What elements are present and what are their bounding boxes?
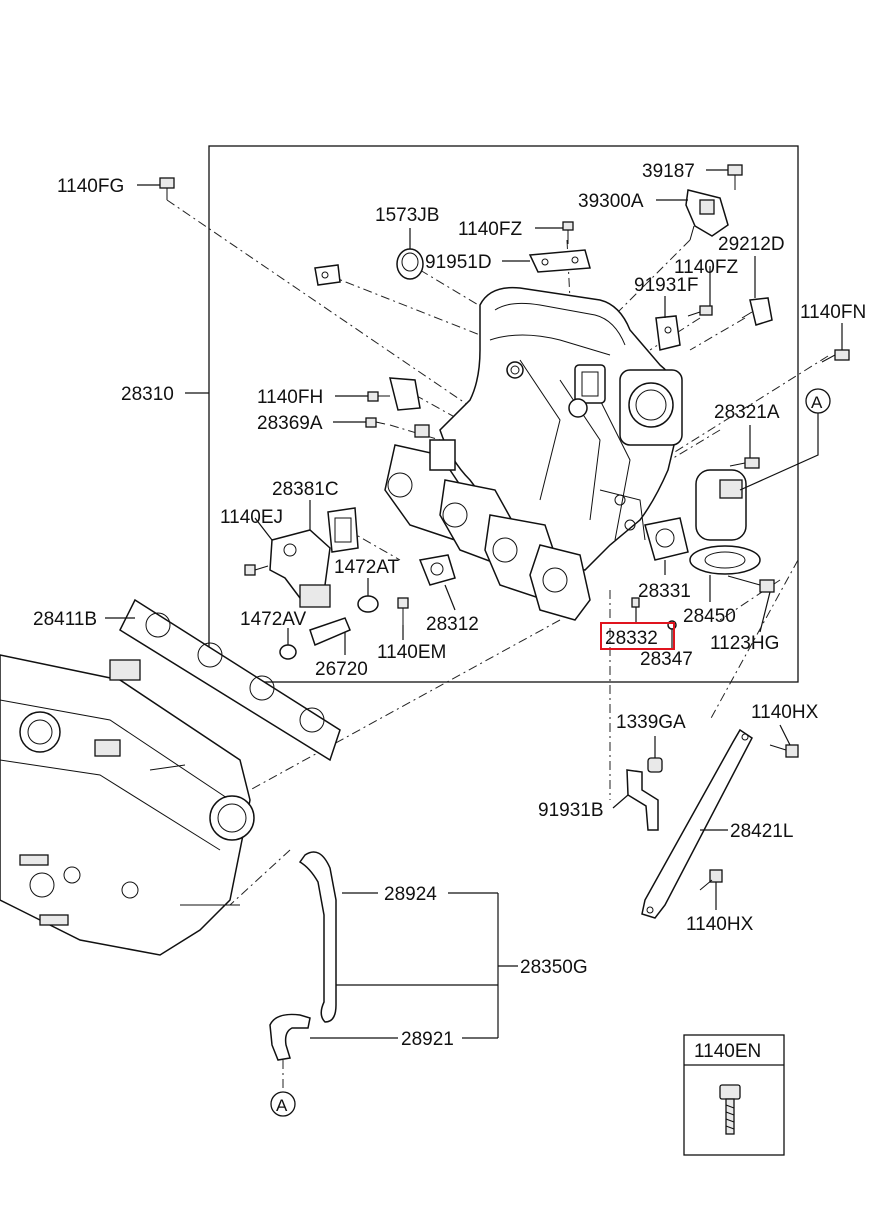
label-28924: 28924 bbox=[384, 884, 437, 905]
label-1472av: 1472AV bbox=[240, 609, 307, 630]
bolt-1140fz-a bbox=[562, 221, 574, 244]
bracket-91951d bbox=[528, 249, 591, 273]
label-1140fz-b: 1140FZ bbox=[674, 257, 738, 278]
bracket-91931f bbox=[655, 315, 681, 351]
bolt-1140em bbox=[397, 597, 409, 625]
label-1140fn: 1140FN bbox=[800, 302, 866, 323]
reference-a-top-marker bbox=[805, 388, 831, 414]
leader-lines bbox=[105, 169, 843, 1039]
label-1140fg: 1140FG bbox=[57, 176, 124, 197]
hose-28921 bbox=[269, 1013, 311, 1061]
sensor-29212d bbox=[741, 297, 773, 326]
label-1472at: 1472AT bbox=[334, 557, 400, 578]
bolt-1140en-icon bbox=[719, 1084, 741, 1135]
label-28331: 28331 bbox=[638, 581, 691, 602]
label-1140fz-a: 1140FZ bbox=[458, 219, 522, 240]
label-28332: 28332 bbox=[605, 628, 658, 649]
bolt-1140fn bbox=[821, 349, 850, 363]
label-28310: 28310 bbox=[121, 384, 174, 405]
label-28312: 28312 bbox=[426, 614, 479, 635]
label-91931b: 91931B bbox=[538, 800, 604, 821]
label-28450: 28450 bbox=[683, 606, 736, 627]
label-a-bottom: A bbox=[276, 1096, 288, 1115]
cap-1573jb bbox=[396, 248, 424, 280]
label-1140hx-b: 1140HX bbox=[686, 914, 754, 935]
sensor-28312 bbox=[418, 554, 456, 586]
label-28350g: 28350G bbox=[520, 957, 588, 978]
label-a-top: A bbox=[811, 393, 823, 412]
assembly-frame bbox=[208, 145, 799, 683]
label-26720: 26720 bbox=[315, 659, 368, 680]
label-28411b: 28411B bbox=[33, 609, 97, 630]
label-91931f: 91931F bbox=[634, 275, 698, 296]
idle-valve bbox=[244, 529, 331, 608]
bracket-91931b bbox=[626, 769, 659, 831]
bolt-1140fh bbox=[367, 377, 421, 411]
label-28347: 28347 bbox=[640, 649, 693, 670]
cylinder-head bbox=[0, 654, 255, 956]
bolt-39187 bbox=[727, 164, 743, 190]
intake-manifold bbox=[384, 286, 683, 621]
bracket-small bbox=[314, 264, 341, 286]
sensor-39300a bbox=[685, 189, 729, 241]
bolt-1140fz-b bbox=[687, 305, 713, 317]
bolt-1140hx-a bbox=[769, 744, 799, 758]
label-1573jb: 1573JB bbox=[375, 205, 439, 226]
reference-a-bottom-marker bbox=[270, 1091, 296, 1117]
label-1339ga: 1339GA bbox=[616, 712, 686, 733]
label-1140em: 1140EM bbox=[377, 642, 446, 663]
clamp-1472at bbox=[357, 595, 379, 613]
label-28421l: 28421L bbox=[730, 821, 793, 842]
label-28921: 28921 bbox=[401, 1029, 454, 1050]
hose-26720 bbox=[309, 617, 351, 647]
bolt-1140hx-b bbox=[699, 869, 723, 891]
bolt-1140fg bbox=[159, 177, 175, 200]
nut-1339ga bbox=[647, 757, 663, 773]
label-91951d: 91951D bbox=[425, 252, 492, 273]
highlight-box-28332 bbox=[600, 622, 675, 650]
label-1140ej: 1140EJ bbox=[220, 507, 283, 528]
gasket-28331 bbox=[644, 517, 689, 561]
label-28381c: 28381C bbox=[272, 479, 339, 500]
stay-28421l bbox=[641, 728, 753, 919]
label-1140en: 1140EN bbox=[694, 1041, 761, 1062]
label-39187: 39187 bbox=[642, 161, 695, 182]
label-39300a: 39300A bbox=[578, 191, 644, 212]
label-29212d: 29212D bbox=[718, 234, 785, 255]
clamp-1472av bbox=[279, 644, 297, 660]
label-1140hx-a: 1140HX bbox=[751, 702, 819, 723]
egr-valve-28450 bbox=[689, 469, 761, 575]
label-1123hg: 1123HG bbox=[710, 633, 779, 654]
legend-box-1140en bbox=[683, 1034, 785, 1156]
label-1140fh: 1140FH bbox=[257, 387, 323, 408]
gasket-28381c bbox=[327, 507, 359, 553]
gasket-28411b bbox=[119, 598, 341, 762]
hose-28924 bbox=[298, 851, 337, 1023]
label-28321a: 28321A bbox=[714, 402, 780, 423]
part-labels: 39187 39300A 1140FG 1573JB 1140FZ 91951D… bbox=[33, 161, 866, 1115]
pin-28321a bbox=[729, 457, 760, 469]
bolt-1123hg bbox=[727, 575, 775, 593]
label-28369a: 28369A bbox=[257, 413, 323, 434]
center-lines bbox=[166, 199, 829, 1092]
